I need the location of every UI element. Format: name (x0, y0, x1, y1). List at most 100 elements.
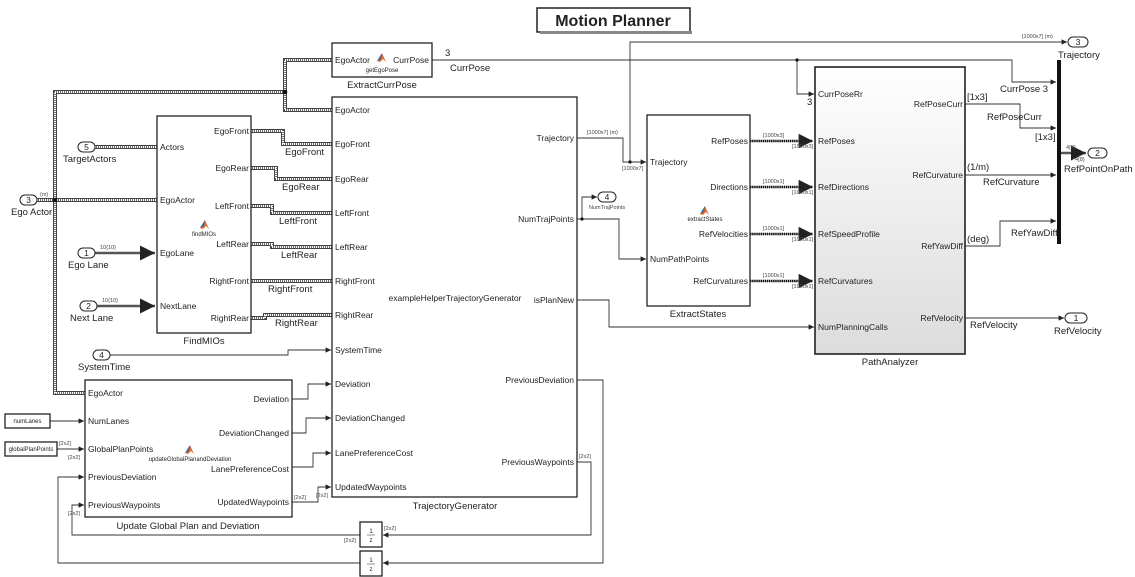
find-mios-inputs-1-label: EgoActor (160, 195, 195, 205)
wire-leftfront-inner (251, 205, 332, 214)
update-global-plan-fn-label: updateGlobalPlanandDeviation (149, 457, 232, 463)
inports-ego-actor-label-label: Ego Actor (11, 207, 52, 218)
trajectory-generator-inputs-9-label: DeviationChanged (335, 413, 405, 423)
inports-next-lane-num-label: 2 (86, 301, 91, 311)
wire-trajectory (577, 137, 646, 165)
outports-ref-velocity-label-label: RefVelocity (1054, 326, 1102, 337)
dims-x3-label: [1000x3] (763, 133, 785, 139)
inport-ego-lane[interactable]: 1 Ego Lane 10{10} (68, 245, 116, 271)
path-analyzer-outputs-3-label: RefVelocity (920, 313, 963, 323)
signal-wires (50, 39, 1067, 566)
outport-ref-point-on-path[interactable]: 2 RefPointOnPath 4{8} 4{8} (1064, 145, 1133, 175)
extract-states-outputs-0-label: RefPoses (711, 136, 748, 146)
outports-num-traj-points-num-label: 4 (605, 192, 610, 202)
delays-numerator-label: 1 (369, 529, 373, 535)
block-find-mios[interactable]: Actors EgoActor EgoLane NextLane EgoFron… (156, 115, 252, 347)
inports-target-actors-label-label: TargetActors (63, 154, 117, 165)
wire-ego-actor-update-inner (54, 200, 85, 394)
dims-two-by-two-label: [2x2] (59, 441, 71, 447)
wire-ego-actor-extractpose (283, 58, 332, 92)
dims-two-by-two-label: [2x2] (384, 526, 396, 532)
path-analyzer-curr-pose-dim-label: 3 (807, 97, 812, 108)
inport-next-lane[interactable]: 2 Next Lane 10{10} (70, 298, 118, 324)
constants-num-lanes-label: numLanes (13, 419, 41, 425)
extract-states-inputs-1-label: NumPathPoints (650, 254, 709, 264)
wire-systemtime (110, 347, 331, 356)
path-analyzer-outputs-2-label: RefYawDiff (921, 241, 963, 251)
update-global-plan-inputs-4-label: PreviousWaypoints (88, 500, 160, 510)
constant-num-lanes[interactable]: numLanes (4, 413, 51, 429)
extract-curr-pose-name-label: ExtractCurrPose (347, 80, 417, 91)
signals-right-rear-label: RightRear (275, 318, 318, 329)
outport-trajectory[interactable]: 3 Trajectory [1000x7] (m) (1022, 34, 1100, 61)
update-global-plan-outputs-2-label: LanePreferenceCost (211, 464, 290, 474)
wire-ego-actor-tg (283, 92, 332, 112)
find-mios-outputs-1-label: EgoRear (215, 163, 249, 173)
path-analyzer-inputs-5-label: NumPlanningCalls (818, 322, 888, 332)
bus-wires (37, 58, 332, 395)
path-analyzer-inputs-3-label: RefSpeedProfile (818, 229, 880, 239)
dims-traj-in-label: [1000x7] (622, 166, 644, 172)
wire-currpose-pa (796, 60, 814, 97)
wire-refposecurr (965, 103, 1056, 131)
inports-next-lane-label-label: Next Lane (70, 313, 113, 324)
block-trajectory-generator[interactable]: EgoActor EgoFront EgoRear LeftFront Left… (331, 96, 578, 512)
trajectory-generator-inputs-7-label: SystemTime (335, 345, 382, 355)
wire-ego-actor-up-inner (54, 91, 285, 200)
outport-ref-velocity[interactable]: 1 RefVelocity (1054, 312, 1102, 337)
find-mios-outputs-3-label: LeftRear (216, 239, 249, 249)
signals-left-rear-label: LeftRear (281, 250, 317, 261)
trajectory-generator-inputs-11-label: UpdatedWaypoints (335, 482, 407, 492)
wire-prevdeviation-fb (383, 379, 604, 566)
signals-ref-pose-curr-label: RefPoseCurr (987, 112, 1042, 123)
extract-curr-pose-outputs-0-label: CurrPose (393, 55, 429, 65)
dims-two-by-two-label: [2x2] (68, 511, 80, 517)
path-analyzer-inputs-4-label: RefCurvatures (818, 276, 873, 286)
constant-global-plan-points[interactable]: globalPlanPoints [2x2] [2x2] (4, 441, 80, 461)
trajectory-generator-outputs-3-label: PreviousDeviation (505, 375, 574, 385)
outports-ref-point-on-path-label-label: RefPointOnPath (1064, 164, 1133, 175)
inport-target-actors[interactable]: 5 TargetActors (63, 141, 117, 165)
find-mios-outputs-0-label: EgoFront (214, 126, 250, 136)
block-path-analyzer[interactable]: CurrPoseRr RefPoses RefDirections RefSpe… (807, 66, 966, 368)
update-global-plan-outputs-0-label: Deviation (254, 394, 290, 404)
find-mios-inputs-3-label: NextLane (160, 301, 197, 311)
signals-ref-yaw-diff-label: RefYawDiff (1011, 228, 1058, 239)
trajectory-generator-name-label: TrajectoryGenerator (413, 501, 498, 512)
block-extract-curr-pose[interactable]: EgoActor CurrPose getEgoPose ExtractCurr… (331, 42, 490, 91)
delays-numerator-label: 1 (369, 558, 373, 564)
outport-num-traj-points[interactable]: 4 NumTrajPoints (589, 191, 625, 211)
trajectory-generator-inputs-8-label: Deviation (335, 379, 371, 389)
wire-isplannew (577, 299, 814, 330)
outports-trajectory-dim-label: [1000x7] (m) (1022, 34, 1053, 40)
trajectory-generator-inputs-6-label: RightRear (335, 310, 373, 320)
unit-delay-waypoints[interactable]: 1 z (359, 521, 383, 548)
wire-deviationchanged (292, 415, 331, 434)
signals-curr-pose-3-label: CurrPose 3 (1000, 84, 1048, 95)
unit-delay-deviation[interactable]: 1 z (359, 550, 383, 577)
matrix-wires (750, 133, 813, 289)
bus-creator[interactable] (1057, 60, 1061, 244)
update-global-plan-inputs-3-label: PreviousDeviation (88, 472, 157, 482)
find-mios-inputs-2-label: EgoLane (160, 248, 194, 258)
inport-ego-actor[interactable]: 3 Ego Actor (m) (11, 192, 52, 218)
extract-curr-pose-signal-label: CurrPose (450, 63, 490, 74)
dims-per-m-label: (1/m) (967, 162, 989, 173)
wire-egorear (251, 166, 332, 181)
extract-states-outputs-2-label: RefVelocities (699, 229, 748, 239)
trajectory-generator-outputs-4-label: PreviousWaypoints (502, 457, 574, 467)
signals-left-front-label: LeftFront (279, 216, 317, 227)
wire-lanepref (292, 450, 331, 468)
dims-x1-label: [1000x1] (763, 179, 785, 185)
block-update-global-plan[interactable]: EgoActor NumLanes GlobalPlanPoints Previ… (84, 379, 293, 532)
extract-curr-pose-fn-label: getEgoPose (366, 68, 399, 74)
inports-ego-lane-dim-label: 10{10} (100, 245, 116, 251)
find-mios-outputs-5-label: RightRear (211, 313, 249, 323)
inport-system-time[interactable]: 4 SystemTime (78, 349, 130, 373)
extract-states-outputs-1-label: Directions (710, 182, 748, 192)
dims-two-by-two-label: [2x2] (294, 495, 306, 501)
outports-trajectory-num-label: 3 (1076, 37, 1081, 47)
wire-deviation (292, 381, 331, 400)
block-extract-states[interactable]: Trajectory NumPathPoints RefPoses Direct… (646, 114, 751, 320)
path-analyzer-outputs-0-label: RefPoseCurr (914, 99, 963, 109)
